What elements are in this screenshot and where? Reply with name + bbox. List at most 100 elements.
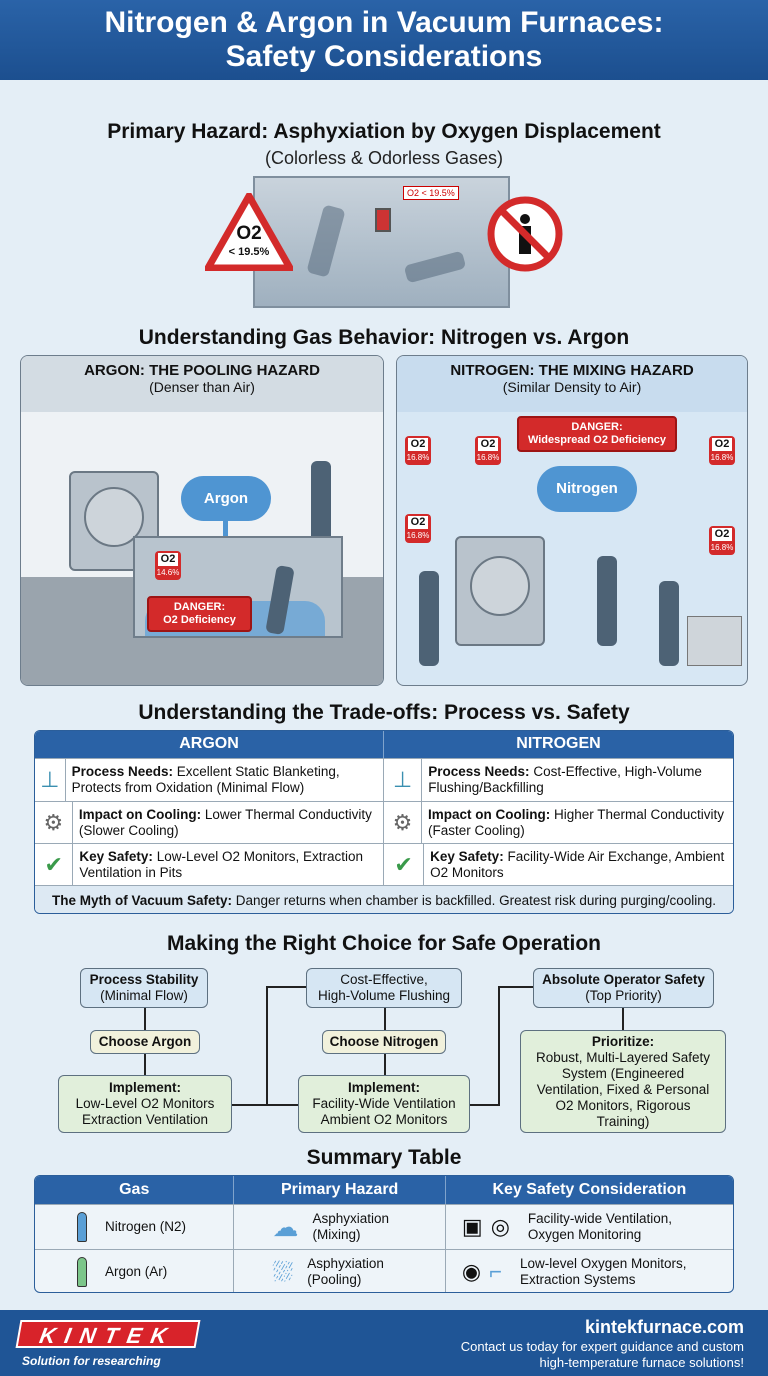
no-person-icon <box>486 195 564 273</box>
o2-monitor: O2 16.8% <box>405 436 431 465</box>
gear-icon: ⚙ <box>35 802 73 843</box>
box-title: Implement: <box>108 1080 181 1095</box>
box-title: Prioritize: <box>591 1033 655 1049</box>
table-row: ✔Key Safety: Low-Level O2 Monitors, Extr… <box>35 843 733 885</box>
connector <box>498 986 500 1106</box>
argon-subheading: (Denser than Air) <box>149 379 255 395</box>
o2-monitor-label: O2 <box>712 528 732 541</box>
o2-monitor-label: O2 <box>408 438 428 451</box>
myth-label: The Myth of Vacuum Safety: <box>51 892 232 908</box>
argon-value: Excellent Static Blanketing, Protects fr… <box>71 764 340 795</box>
hazard-text: (Pooling) <box>307 1272 362 1287</box>
danger-label: DANGER: <box>173 601 226 613</box>
box-text: Extraction Ventilation <box>81 1112 209 1127</box>
table-row: ⚙Impact on Cooling: Lower Thermal Conduc… <box>35 801 733 843</box>
box-text: (Minimal Flow) <box>100 988 188 1003</box>
gas-cylinder-icon <box>77 1212 87 1242</box>
table-row: Argon (Ar) ⛆Asphyxiation(Pooling) ◉⌐Low-… <box>35 1249 733 1292</box>
nitrogen-value: Facility-Wide Air Exchange, Ambient O2 M… <box>430 848 725 880</box>
table-row: Nitrogen (N2) ☁Asphyxiation(Mixing) ▣◎Fa… <box>35 1204 733 1249</box>
extraction-duct-icon: ⌐ <box>489 1259 502 1284</box>
row-label: Key Safety: <box>430 848 504 864</box>
header-safety: Key Safety Consideration <box>492 1181 687 1198</box>
o2-monitor-value: 14.6% <box>156 568 180 577</box>
box-text: Cost-Effective, <box>340 972 428 987</box>
connector-arrow <box>266 986 306 988</box>
shield-check-icon: ✔ <box>35 844 74 885</box>
connector <box>232 1104 268 1106</box>
worker-figure <box>311 461 331 556</box>
col-nitrogen: NITROGEN <box>516 735 601 752</box>
connector <box>232 986 304 1106</box>
safety-text: Extraction Systems <box>519 1272 636 1287</box>
connector <box>144 1008 146 1030</box>
hazard-text: Asphyxiation <box>312 1211 390 1226</box>
nitrogen-value: Higher Thermal Conductivity (Faster Cool… <box>427 806 725 838</box>
hazard-text: (Mixing) <box>312 1227 361 1242</box>
kintek-logo: KINTEK <box>15 1320 201 1348</box>
o2-sign-level: < 19.5% <box>228 246 270 258</box>
o2-monitor: O2 14.6% <box>155 551 181 580</box>
nitrogen-cloud: Nitrogen <box>537 466 637 512</box>
cta-line-2: high-temperature furnace solutions! <box>539 1355 744 1370</box>
connector <box>470 1104 500 1106</box>
myth-text: Danger returns when chamber is backfille… <box>235 892 717 908</box>
tradeoffs-title: Understanding the Trade-offs: Process vs… <box>138 701 630 724</box>
safety-text: Oxygen Monitoring <box>527 1227 642 1242</box>
box-title: Absolute Operator Safety <box>542 972 705 987</box>
cloud-pooling-icon: ⛆ <box>272 1257 294 1287</box>
col-argon: ARGON <box>35 731 384 758</box>
tradeoffs-table: ARGON NITROGEN ⊥ Process Needs: Excellent … <box>34 730 734 914</box>
page-header: Nitrogen & Argon in Vacuum Furnaces: Saf… <box>0 0 768 80</box>
o2-monitor-label: O2 <box>158 553 178 566</box>
hierarchy-icon: ⊥ <box>384 759 423 801</box>
box-text: Robust, Multi-Layered Safety System (Eng… <box>535 1049 711 1129</box>
table-row: ⊥ Process Needs: Excellent Static Blanket… <box>35 758 733 801</box>
ventilation-fan-icon: ▣ <box>461 1214 483 1239</box>
gas-name: Nitrogen (N2) <box>105 1219 187 1234</box>
argon-danger-badge: DANGER:O2 Deficiency <box>147 596 252 632</box>
danger-label: DANGER: <box>571 421 623 433</box>
choose-argon-box: Choose Argon <box>90 1030 200 1054</box>
box-text: High-Volume Flushing <box>317 988 451 1003</box>
nitrogen-panel: NITROGEN: THE MIXING HAZARD(Similar Dens… <box>396 355 748 686</box>
low-level-monitor-icon: ◉ <box>461 1259 482 1284</box>
box-title: Implement: <box>347 1080 420 1095</box>
affected-worker-figure <box>597 556 617 646</box>
o2-monitor-value: 16.8% <box>406 453 430 462</box>
box-text: Low-Level O2 Monitors <box>75 1096 215 1111</box>
desk <box>687 616 742 666</box>
box-text: Ambient O2 Monitors <box>320 1112 448 1127</box>
choose-nitrogen-box: Choose Nitrogen <box>322 1030 446 1054</box>
operator-safety-box: Absolute Operator Safety(Top Priority) <box>533 968 714 1008</box>
o2-monitor-value: 16.8% <box>406 531 430 540</box>
connector <box>384 1054 386 1075</box>
row-label: Process Needs: <box>71 764 173 779</box>
gear-icon: ⚙ <box>384 802 422 843</box>
myth-row: The Myth of Vacuum Safety: Danger return… <box>35 885 733 913</box>
argon-cloud: Argon <box>181 476 271 521</box>
row-label: Impact on Cooling: <box>78 806 202 822</box>
o2-monitor: O2 16.8% <box>405 514 431 543</box>
website-link[interactable]: kintekfurnace.com <box>584 1317 744 1337</box>
o2-monitor: O2 16.8% <box>475 436 501 465</box>
title-line-2: Safety Considerations <box>225 40 543 73</box>
cost-effective-box: Cost-Effective,High-Volume Flushing <box>306 968 462 1008</box>
process-stability-box: Process Stability(Minimal Flow) <box>80 968 208 1008</box>
o2-monitor-value: 16.8% <box>710 543 734 552</box>
person-figure <box>306 204 346 278</box>
small-o2-sign: O2 < 19.5% <box>403 186 459 200</box>
hazard-subtitle: (Colorless & Odorless Gases) <box>264 148 504 168</box>
gas-cylinder-icon <box>77 1257 87 1287</box>
row-label: Process Needs: <box>428 764 530 779</box>
choice-title: Making the Right Choice for Safe Operati… <box>166 932 602 955</box>
affected-worker-figure <box>419 571 439 666</box>
o2-monitor-label: O2 <box>408 516 428 529</box>
o2-monitor-value: 16.8% <box>476 453 500 462</box>
box-text: Facility-Wide Ventilation <box>312 1096 456 1111</box>
danger-text: Widespread O2 Deficiency <box>527 434 667 446</box>
safety-text: Facility-wide Ventilation, <box>527 1211 672 1226</box>
o2-monitor-label: O2 <box>478 438 498 451</box>
